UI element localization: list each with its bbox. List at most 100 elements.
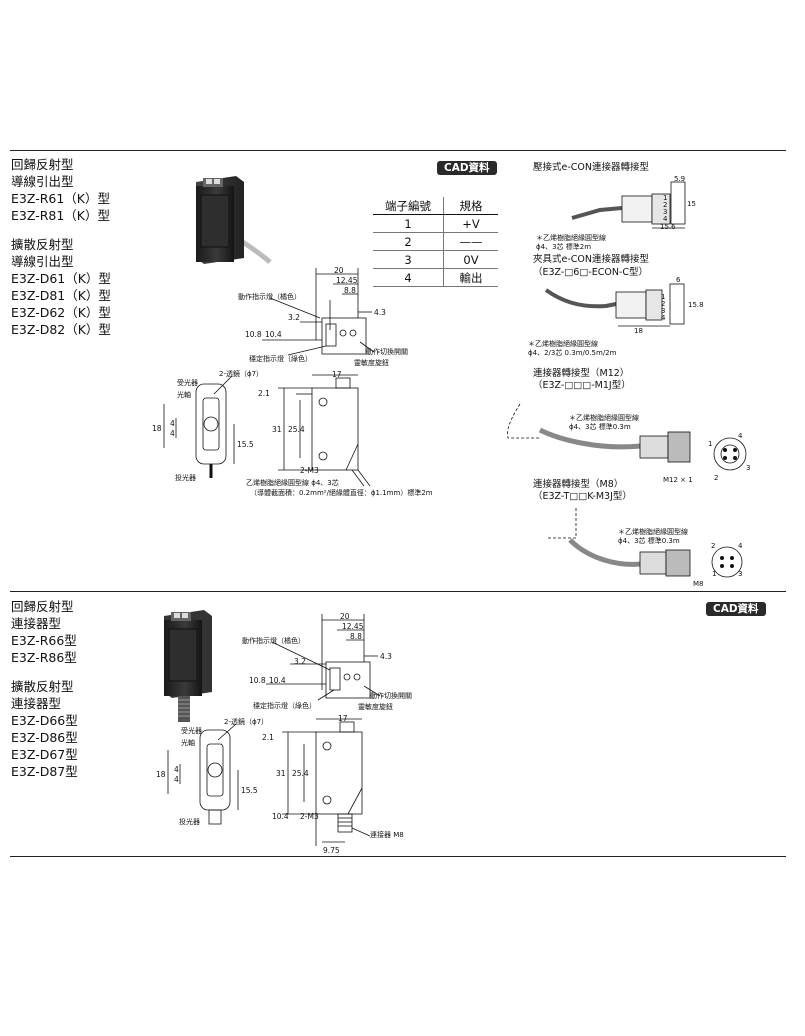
- mode-switch-label: 動作切換開關: [366, 348, 408, 356]
- table-row: 4 輸出: [373, 268, 498, 287]
- table-cell: +V: [443, 214, 498, 233]
- hole-label: 2-M3: [300, 812, 319, 821]
- table-cell: 3: [373, 250, 444, 269]
- dim-15: 15: [687, 200, 696, 208]
- receiver-label: 受光器: [181, 727, 202, 735]
- stability-indicator-label: 穩定指示燈（綠色）: [253, 702, 316, 710]
- dim-20: 20: [334, 266, 344, 275]
- model-label: E3Z-R61（K）型: [11, 191, 110, 206]
- dim-25-4: 25.4: [292, 769, 309, 778]
- pin-number: 2: [661, 300, 666, 308]
- econ-clip-model: （E3Z-□6□-ECON-C型）: [533, 267, 649, 278]
- dim-2-1: 2.1: [262, 733, 274, 742]
- lens-label: 2-透鏡（ϕ7）: [224, 718, 269, 726]
- cable-note: ＊乙烯樹脂絕緣圓型線: [528, 340, 598, 348]
- wiring-label: 連接器型: [11, 696, 62, 711]
- thread-label: M12 × 1: [663, 476, 693, 484]
- econ-clip-title: 夾具式e-CON連接器轉接型: [533, 254, 649, 265]
- pin-number: 3: [663, 208, 668, 216]
- table-cell: ——: [443, 232, 498, 251]
- dim-25-4: 25.4: [288, 425, 305, 434]
- sensitivity-label: 靈敏度旋鈕: [354, 359, 389, 367]
- dim-31: 31: [272, 425, 282, 434]
- model-label: E3Z-D67型: [11, 747, 78, 762]
- pin-number: 2: [711, 542, 716, 550]
- m8-model: （E3Z-T□□K-M3J型）: [533, 491, 632, 502]
- cable-note: ϕ4、3芯 標準0.3m: [569, 423, 631, 431]
- dim-9-75: 9.75: [323, 846, 340, 855]
- model-label: E3Z-D62（K）型: [11, 305, 111, 320]
- model-label: E3Z-D87型: [11, 764, 78, 779]
- pin-number: 2: [663, 201, 668, 209]
- table-cell: 4: [373, 268, 444, 287]
- dim-20: 20: [340, 612, 350, 621]
- m12-title: 連接器轉接型（M12）: [533, 368, 630, 379]
- model-label: E3Z-R81（K）型: [11, 208, 110, 223]
- dim-17: 17: [332, 370, 342, 379]
- type-label: 擴散反射型: [11, 237, 74, 252]
- cable-note: ＊乙烯樹脂絕緣圓型線: [536, 234, 606, 242]
- dim-10-4: 10.4: [265, 330, 282, 339]
- table-row: 1 +V: [373, 214, 498, 233]
- cad-data-button[interactable]: CAD資料: [437, 161, 497, 175]
- sensitivity-label: 靈敏度旋鈕: [358, 703, 393, 711]
- mode-switch-label: 動作切換開關: [370, 692, 412, 700]
- action-indicator-label: 動作指示燈（橘色）: [238, 293, 301, 301]
- cable-spec: 乙烯樹脂絕緣圓型線 ϕ4、3芯: [246, 479, 339, 487]
- cable-spec-detail: （導體截面積：0.2mm²/絕緣體直徑：ϕ1.1mm）標準2m: [250, 489, 433, 497]
- stability-indicator-label: 穩定指示燈（綠色）: [249, 355, 312, 363]
- pin-number: 4: [663, 215, 668, 223]
- dim-12-45: 12.45: [336, 276, 358, 285]
- cable-note: ϕ4、3芯 標準0.3m: [618, 537, 680, 545]
- dim-4: 4: [174, 775, 179, 784]
- dim-18: 18: [156, 770, 166, 779]
- connector-label: 連接器 M8: [370, 831, 404, 839]
- model-label: E3Z-D81（K）型: [11, 288, 111, 303]
- model-label: E3Z-R66型: [11, 633, 77, 648]
- lens-label: 2-透鏡（ϕ7）: [219, 370, 264, 378]
- pin-number: 1: [712, 570, 717, 578]
- dim-10-4: 10.4: [269, 676, 286, 685]
- model-label: E3Z-D61（K）型: [11, 271, 111, 286]
- cable-note: ＊乙烯樹脂絕緣圓型線: [569, 414, 639, 422]
- dim-18: 18: [152, 424, 162, 433]
- pin-number: 1: [661, 293, 666, 301]
- emitter-label: 投光器: [175, 474, 196, 482]
- dim-8-8: 8.8: [344, 286, 356, 295]
- table-row: 2 ——: [373, 232, 498, 251]
- econ-wall-title: 壓接式e-CON連接器轉接型: [533, 162, 649, 173]
- cad-data-button[interactable]: CAD資料: [706, 602, 766, 616]
- dim-6: 6: [676, 276, 681, 284]
- table-cell: 2: [373, 232, 444, 251]
- dim-4-3: 4.3: [380, 652, 392, 661]
- table-cell: 輸出: [443, 268, 498, 287]
- dim-12-45: 12.45: [342, 622, 364, 631]
- hole-label: 2-M3: [300, 466, 319, 475]
- section-divider-bottom: [10, 856, 786, 857]
- dim-3-2: 3.2: [288, 313, 300, 322]
- pin-number: 2: [714, 474, 719, 482]
- dim-5-9: 5.9: [674, 175, 686, 183]
- dim-4: 4: [174, 765, 179, 774]
- table-header: 規格: [443, 197, 498, 215]
- pin-number: 1: [708, 440, 713, 448]
- model-label: E3Z-R86型: [11, 650, 77, 665]
- dim-10-8: 10.8: [249, 676, 266, 685]
- pin-number: 3: [661, 307, 666, 315]
- cable-note: ϕ4、3芯 標準2m: [536, 243, 592, 251]
- emitter-label: 投光器: [179, 818, 200, 826]
- thread-label: M8: [693, 580, 704, 588]
- table-row: 3 0V: [373, 250, 498, 269]
- model-label: E3Z-D66型: [11, 713, 78, 728]
- m8-title: 連接器轉接型（M8）: [533, 479, 624, 490]
- type-label: 擴散反射型: [11, 679, 74, 694]
- action-indicator-label: 動作指示燈（橘色）: [242, 637, 305, 645]
- type-label: 回歸反射型: [11, 599, 74, 614]
- dim-17: 17: [338, 714, 348, 723]
- model-label: E3Z-D86型: [11, 730, 78, 745]
- table-cell: 0V: [443, 250, 498, 269]
- dim-10-4: 10.4: [272, 812, 289, 821]
